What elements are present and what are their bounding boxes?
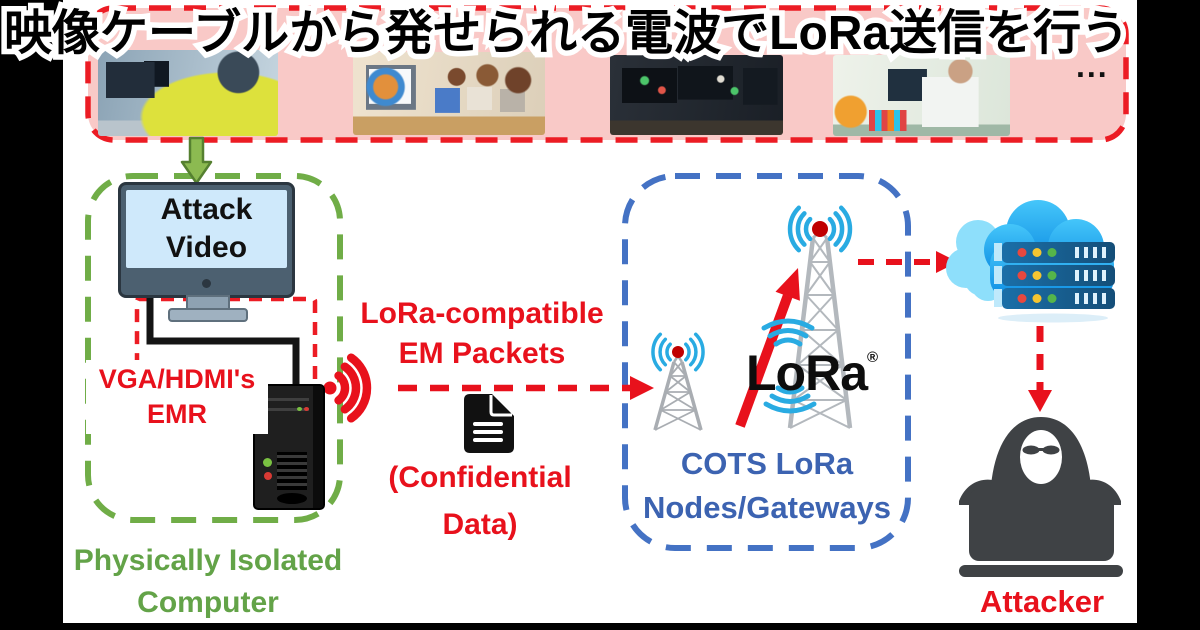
isolated-computer-box	[85, 173, 343, 523]
confidential-line1: (Confidential	[388, 461, 572, 494]
video-cable	[146, 294, 300, 384]
lora-logo: LoRa®	[746, 330, 878, 401]
more-scenes-ellipsis: ...	[1076, 48, 1109, 84]
page-title-outline: 映像ケーブルから発せられる電波でLoRa送信を行う	[0, 2, 1135, 65]
pc-tower	[253, 384, 325, 510]
lora-logo-arcs	[761, 318, 817, 414]
em-packet-arrow	[398, 376, 654, 400]
cots-lora-line2: Nodes/Gateways	[642, 490, 892, 525]
attacker-icon	[959, 417, 1123, 577]
monitor-camera-dot	[201, 279, 211, 288]
pc-drive-slot	[263, 398, 309, 401]
server-rack	[994, 242, 1115, 309]
laptop-base	[959, 565, 1123, 577]
physically-isolated-label: Physically Isolated Computer	[66, 540, 350, 624]
emr-label-line1: VGA/HDMI's	[98, 364, 256, 394]
physically-isolated-line1: Physically Isolated	[73, 544, 343, 577]
cots-lora-label: COTS LoRa Nodes/Gateways	[628, 442, 906, 530]
pc-vent-grille	[277, 452, 307, 490]
pc-power-led	[297, 407, 302, 411]
lora-node-tower-icon	[651, 332, 705, 431]
laptop-lid	[969, 489, 1114, 561]
pc-foot	[277, 493, 307, 504]
pc-hdd-led	[304, 407, 309, 411]
relay-arrow	[735, 268, 800, 428]
pc-side-panel	[313, 386, 323, 508]
down-arrow-icon	[180, 136, 213, 185]
attacker-label: Attacker	[979, 584, 1105, 619]
em-packets-line1: LoRa-compatible	[360, 297, 604, 330]
cloud-to-attacker-arrow	[1028, 326, 1052, 412]
confidential-document-icon	[464, 394, 514, 453]
lora-logo-text: LoRa	[746, 345, 868, 401]
photo-laboratory-scientist	[833, 55, 1010, 136]
emr-label-line2: EMR	[147, 399, 207, 429]
pc-front-led-green	[263, 458, 272, 467]
physically-isolated-line2: Computer	[137, 586, 279, 619]
photo-trading-desk-monitors	[610, 55, 783, 135]
emr-label: VGA/HDMI's EMR	[86, 360, 268, 434]
confidential-line2: Data)	[442, 508, 518, 541]
page-title-text: 映像ケーブルから発せられる電波でLoRa送信を行う	[4, 7, 1130, 60]
photo-office-team-meeting	[353, 52, 545, 135]
monitor-stand-base	[168, 308, 248, 322]
cloud-server-icon	[946, 200, 1115, 323]
photo-industrial-control-room-worker	[98, 50, 278, 136]
cots-lora-line1: COTS LoRa	[680, 446, 854, 481]
registered-mark-icon: ®	[867, 349, 879, 366]
lora-network-box	[622, 173, 911, 551]
attack-video-line2: Video	[165, 231, 248, 264]
glasses-icon	[1022, 445, 1060, 455]
em-packets-label: LoRa-compatible EM Packets	[348, 294, 616, 374]
pc-front-led-red	[264, 472, 272, 480]
attack-video-line1: Attack	[160, 193, 253, 226]
em-packets-line2: EM Packets	[398, 337, 566, 370]
attack-video-monitor: Attack Video	[118, 182, 295, 298]
lora-gateway-tower-icon	[787, 205, 853, 429]
monitor-screen: Attack Video	[126, 190, 287, 268]
em-wave-icon	[323, 353, 372, 423]
pc-drive-slot	[263, 408, 309, 411]
confidential-data-label: (Confidential Data)	[368, 454, 592, 548]
